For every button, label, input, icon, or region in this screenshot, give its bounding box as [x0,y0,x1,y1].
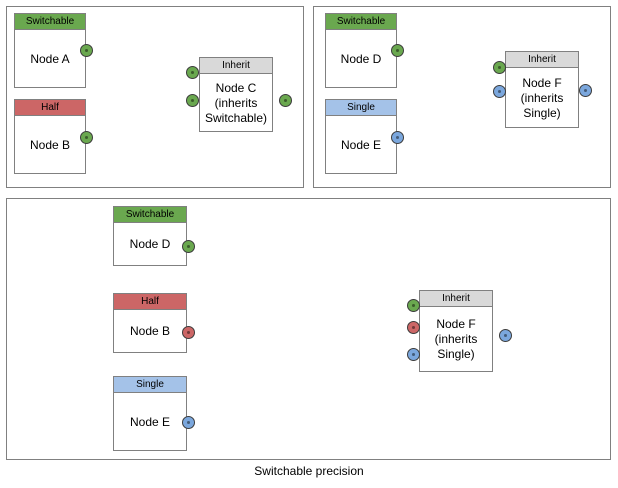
port-node-c-output[interactable] [279,94,292,107]
port-node-c-input-2[interactable] [186,94,199,107]
port-node-d-bottom-output[interactable] [182,240,195,253]
node-e-bottom-header: Single [114,377,186,393]
port-node-f-bottom-output[interactable] [499,329,512,342]
node-f-body: Node F (inherits Single) [506,68,578,128]
node-d-bottom-header: Switchable [114,207,186,223]
node-f-bottom-header: Inherit [420,291,492,307]
node-c-header: Inherit [200,58,272,74]
port-node-e-output[interactable] [391,131,404,144]
port-node-f-bottom-input-3[interactable] [407,348,420,361]
node-b-bottom-header: Half [114,294,186,310]
node-e-header: Single [326,100,396,116]
node-e-bottom-body: Node E [114,393,186,451]
diagram-caption: Switchable precision [254,464,364,478]
node-e-bottom-label: Node E [129,414,171,429]
node-a-label: Node A [30,51,70,66]
node-f-bottom[interactable]: Inherit Node F (inherits Single) [419,290,493,372]
node-b[interactable]: Half Node B [14,99,86,174]
node-c-body: Node C (inherits Switchable) [200,74,272,132]
node-b-label: Node B [29,137,71,152]
node-d-bottom[interactable]: Switchable Node D [113,206,187,266]
node-d-header: Switchable [326,14,396,30]
node-f-label-line1: Node F [522,75,562,90]
node-f-bottom-label-line3: Single) [437,347,475,361]
node-d[interactable]: Switchable Node D [325,13,397,88]
node-a[interactable]: Switchable Node A [14,13,86,88]
node-f-label-line3: Single) [523,105,561,120]
node-f-label-line2: (inherits [520,90,564,105]
node-f[interactable]: Inherit Node F (inherits Single) [505,51,579,128]
node-e-bottom[interactable]: Single Node E [113,376,187,451]
node-b-body: Node B [15,116,85,174]
port-node-b-bottom-output[interactable] [182,326,195,339]
node-f-bottom-label-line2: (inherits [434,332,478,346]
port-node-f-input-2[interactable] [493,85,506,98]
node-b-bottom-body: Node B [114,310,186,353]
node-b-bottom-label: Node B [129,324,171,338]
port-node-c-input-1[interactable] [186,66,199,79]
node-d-bottom-label: Node D [129,237,171,251]
node-c-label-line1: Node C [215,80,257,95]
node-b-bottom[interactable]: Half Node B [113,293,187,353]
panel-bottom [6,198,611,460]
node-f-bottom-body: Node F (inherits Single) [420,307,492,372]
node-e-body: Node E [326,116,396,174]
port-node-b-output[interactable] [80,131,93,144]
node-a-header: Switchable [15,14,85,30]
node-d-bottom-body: Node D [114,223,186,266]
node-c-label-line3: Switchable) [204,110,268,125]
port-node-f-bottom-input-2[interactable] [407,321,420,334]
node-b-header: Half [15,100,85,116]
node-a-body: Node A [15,30,85,88]
node-d-label: Node D [340,51,382,66]
port-node-f-output[interactable] [579,84,592,97]
node-d-body: Node D [326,30,396,88]
port-node-d-output[interactable] [391,44,404,57]
node-c[interactable]: Inherit Node C (inherits Switchable) [199,57,273,132]
node-c-label-line2: (inherits [214,95,258,110]
port-node-f-input-1[interactable] [493,61,506,74]
node-e-label: Node E [340,137,382,152]
port-node-a-output[interactable] [80,44,93,57]
port-node-f-bottom-input-1[interactable] [407,299,420,312]
node-f-bottom-label-line1: Node F [436,317,476,331]
port-node-e-bottom-output[interactable] [182,416,195,429]
node-e[interactable]: Single Node E [325,99,397,174]
node-f-header: Inherit [506,52,578,68]
